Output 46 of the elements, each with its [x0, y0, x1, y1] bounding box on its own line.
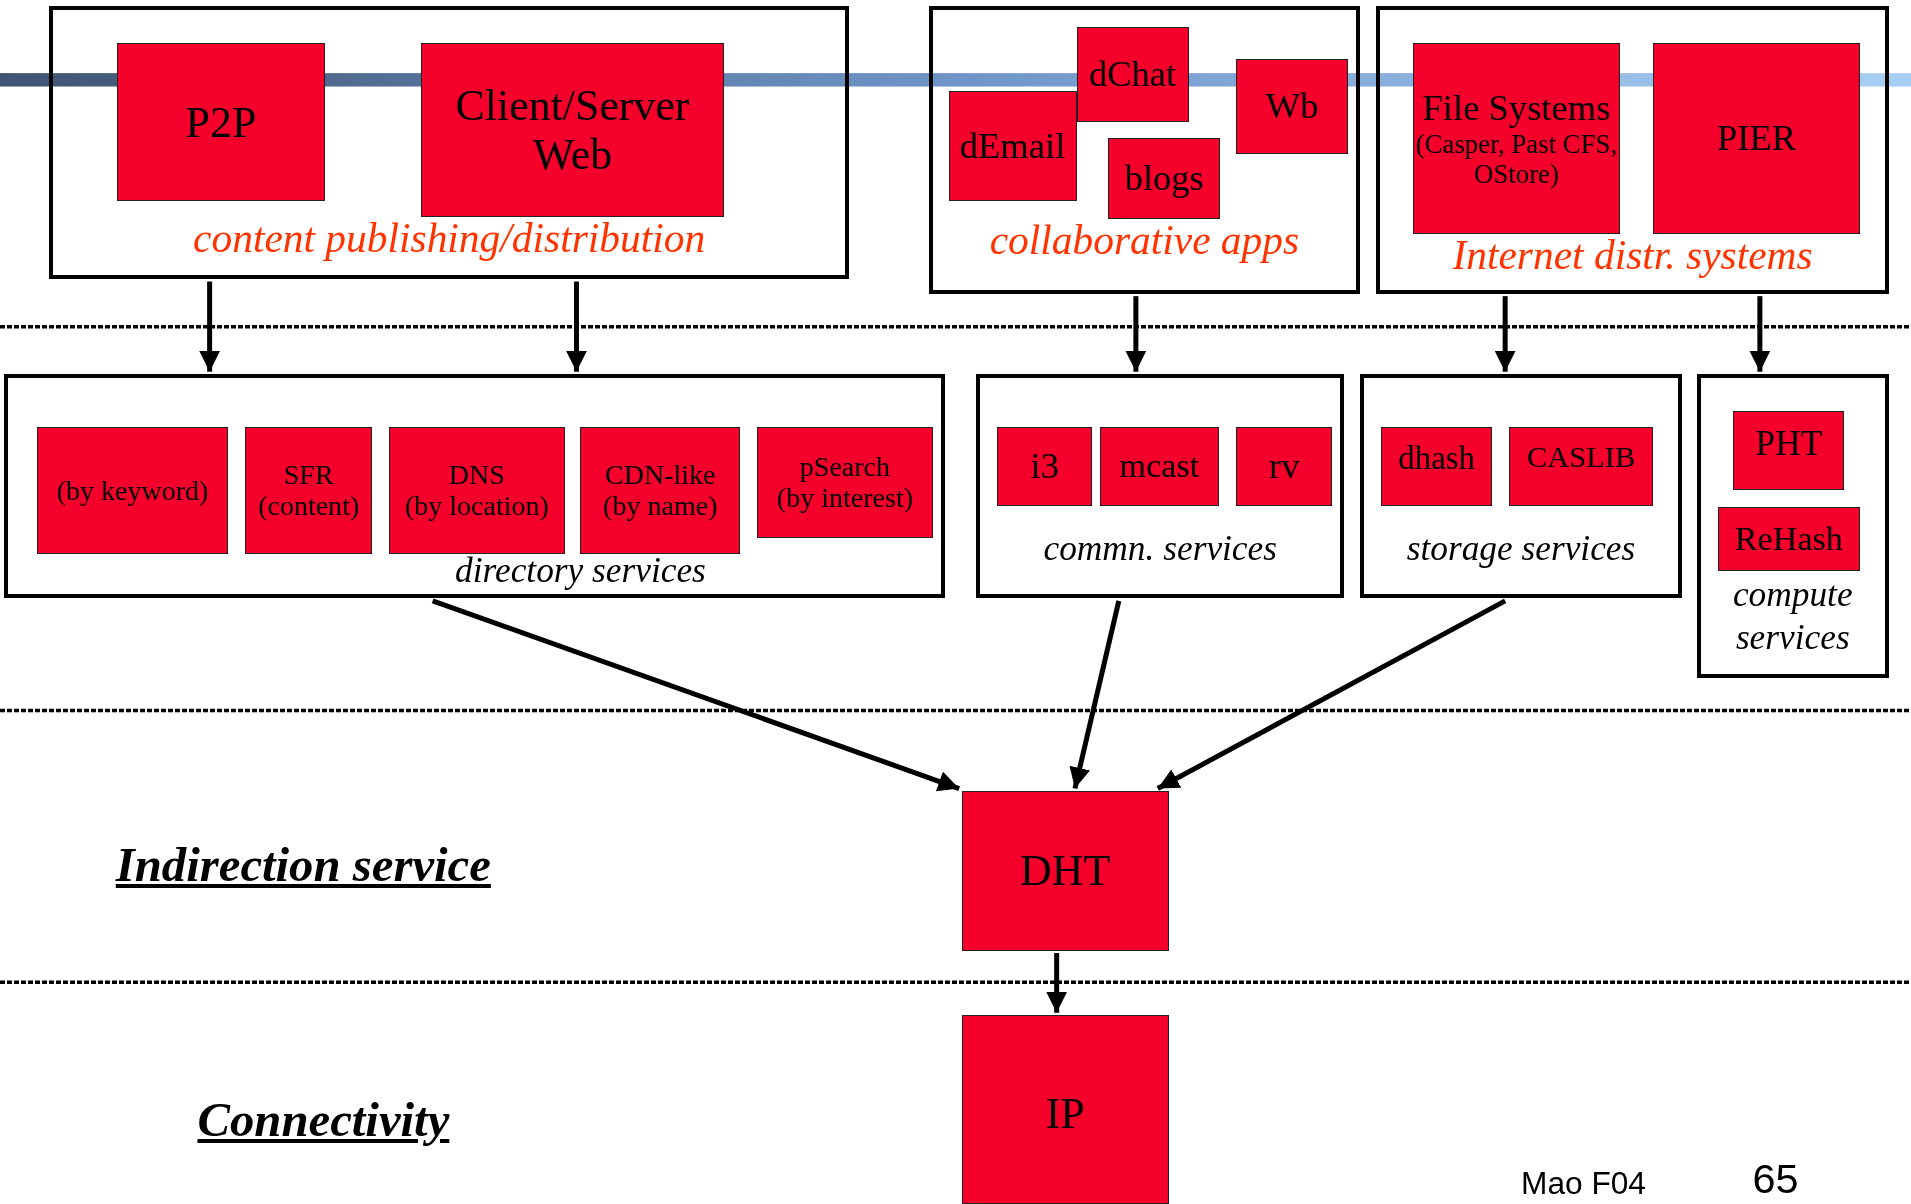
component-box: File Systems (Casper, Past CFS, OStore)	[1412, 43, 1621, 235]
component-box: pSearch (by interest)	[757, 426, 933, 538]
arrow	[431, 598, 960, 792]
service-box	[1696, 374, 1890, 678]
arrow	[1125, 296, 1147, 372]
footer-text: Mao F04	[1521, 1167, 1646, 1200]
arrow	[199, 281, 221, 372]
component-box: mcast	[1099, 426, 1220, 507]
group-box	[1375, 6, 1890, 294]
component-box: Wb	[1236, 58, 1349, 154]
component-box: dEmail	[948, 90, 1077, 202]
service-box	[1360, 374, 1682, 599]
arrow	[1749, 296, 1771, 372]
arrow	[1494, 296, 1516, 372]
arrow	[1156, 598, 1507, 791]
component-box: blogs	[1108, 138, 1221, 219]
component-box: dhash	[1381, 426, 1493, 507]
component-box: SFR (content)	[245, 426, 373, 554]
component-box: (by keyword)	[36, 426, 229, 554]
arrow	[565, 281, 587, 372]
group-box	[48, 6, 850, 280]
service-box	[976, 374, 1345, 599]
component-box: Client/Server Web	[420, 43, 725, 218]
group-label: collaborative apps	[988, 216, 1301, 266]
component-box: CASLIB	[1509, 426, 1653, 507]
component-box: rv	[1236, 426, 1333, 507]
section-heading: Indirection service	[115, 838, 491, 893]
component-box: CDN-like (by name)	[580, 426, 741, 554]
component-box: IP	[961, 1015, 1169, 1204]
footer-text: 65	[1752, 1157, 1799, 1200]
component-box: PIER	[1652, 43, 1861, 235]
group-label: compute services	[1731, 574, 1854, 659]
component-box: P2P	[117, 43, 325, 202]
group-label: storage services	[1405, 528, 1637, 571]
component-box: DNS (by location)	[389, 426, 565, 554]
group-label: commn. services	[1042, 528, 1278, 571]
component-box: dChat	[1076, 27, 1189, 123]
arrow	[1046, 953, 1068, 1013]
section-heading: Connectivity	[197, 1094, 450, 1149]
component-box: DHT	[961, 790, 1169, 951]
component-box: ReHash	[1717, 507, 1861, 571]
component-box: PHT	[1733, 411, 1845, 491]
component-box: i3	[997, 426, 1093, 507]
service-box	[3, 374, 945, 599]
arrow	[1069, 600, 1122, 790]
group-box	[928, 6, 1361, 294]
